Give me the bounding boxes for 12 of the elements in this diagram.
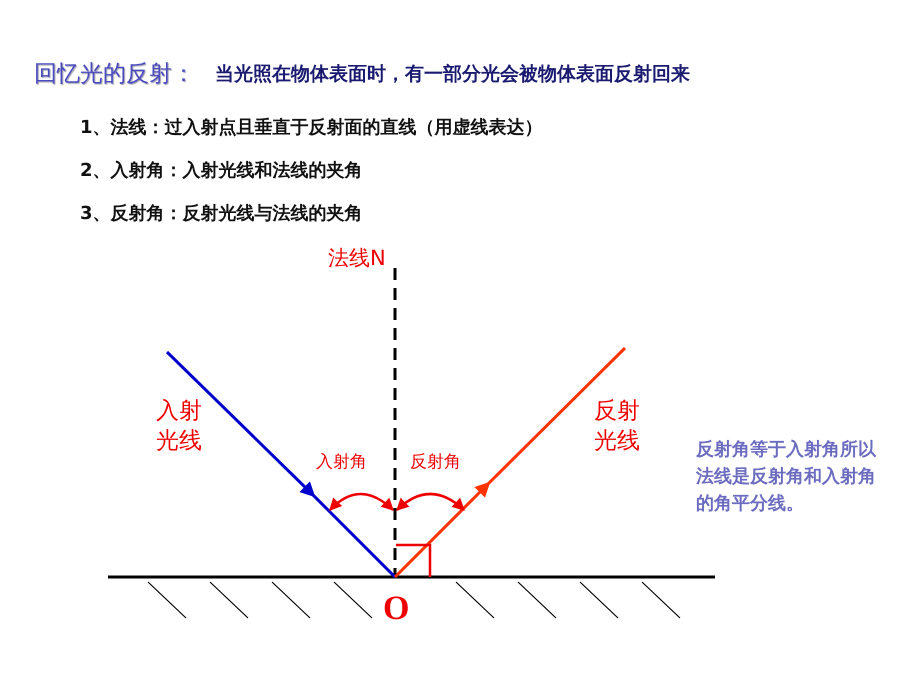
ray-label: 反射光线 — [594, 397, 641, 456]
definition-text: 3、反射角：反射光线与法线的夹角 — [80, 202, 363, 225]
angle-label: 入射角 — [316, 451, 367, 473]
note-text: 反射角等于入射角所以法线是反射角和入射角的角平分线。 — [696, 438, 878, 516]
angle-label: 反射角 — [410, 451, 461, 473]
normal-label: 法线N — [328, 245, 386, 272]
heading-text: 当光照在物体表面时，有一部分光会被物体表面反射回来 — [215, 62, 690, 87]
definition-text: 1、法线：过入射点且垂直于反射面的直线（用虚线表达） — [80, 116, 543, 139]
definition-text: 2、入射角：入射光线和法线的夹角 — [80, 159, 363, 182]
point-label: O — [383, 590, 410, 628]
ray-label: 入射光线 — [156, 397, 203, 456]
title: 回忆光的反射： — [34, 60, 195, 89]
